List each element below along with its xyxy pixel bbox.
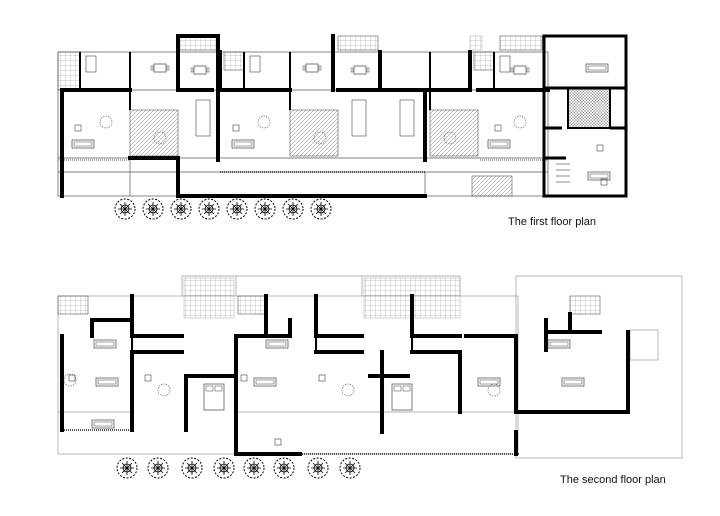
- tree-icon: [147, 457, 169, 479]
- first-floor-plan-caption: The first floor plan: [508, 216, 597, 228]
- tree-icon: [226, 198, 248, 220]
- tree-icon: [310, 198, 332, 220]
- tree-icon: [213, 457, 235, 479]
- tree-icon: [254, 198, 276, 220]
- tree-row-second-floor: [116, 457, 361, 479]
- tree-icon: [170, 198, 192, 220]
- tree-icon: [198, 198, 220, 220]
- tree-row-first-floor: [114, 198, 332, 220]
- tree-icon: [114, 198, 136, 220]
- tree-icon: [307, 457, 329, 479]
- second-floor-plan: [57, 275, 683, 479]
- tree-icon: [243, 457, 265, 479]
- first-floor-plan: [57, 34, 628, 220]
- second-floor-plan-caption: The second floor plan: [560, 474, 666, 486]
- tree-icon: [282, 198, 304, 220]
- tree-icon: [181, 457, 203, 479]
- tree-icon: [116, 457, 138, 479]
- tree-icon: [142, 198, 164, 220]
- tree-icon: [273, 457, 295, 479]
- tree-icon: [339, 457, 361, 479]
